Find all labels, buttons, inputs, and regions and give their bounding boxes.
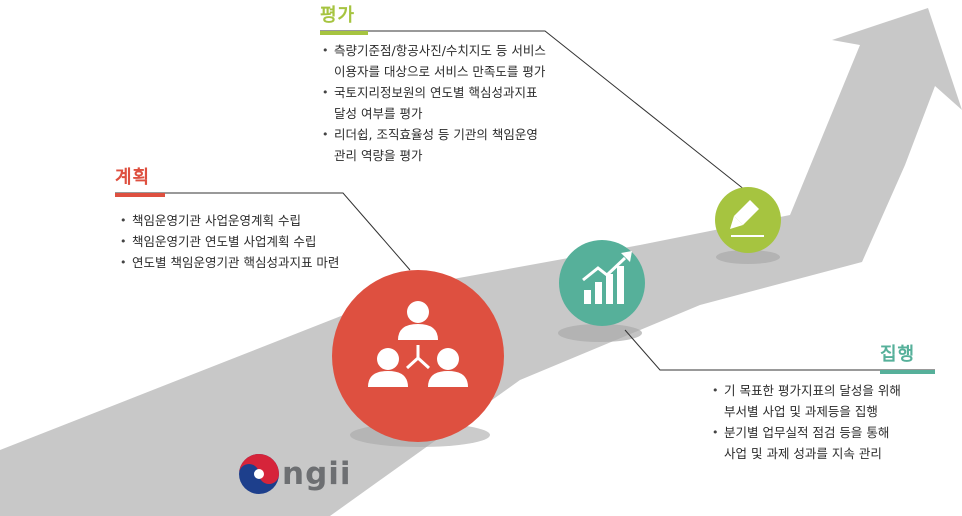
growth-chart-icon — [582, 251, 632, 304]
evaluate-list: 측량기준점/항공사진/수치지도 등 서비스 이용자를 대상으로 서비스 만족도를… — [322, 40, 546, 166]
list-item: 달성 여부를 평가 — [334, 106, 423, 121]
evaluate-connector — [320, 30, 746, 191]
list-item: 분기별 업무실적 점검 등을 통해 — [712, 422, 901, 443]
list-item: 리더쉽, 조직효율성 등 기관의 책임운영 — [322, 124, 546, 145]
execute-section: 집행 — [880, 340, 935, 374]
plan-icon-group — [332, 270, 504, 442]
execute-shadow — [558, 324, 642, 342]
plan-title: 계획 — [115, 167, 151, 188]
list-item: 연도별 책임운영기관 핵심성과지표 마련 — [120, 252, 339, 273]
plan-section: 계획 — [115, 163, 165, 197]
evaluate-section: 평가 — [320, 1, 368, 35]
execute-title-bar — [880, 370, 935, 374]
logo-text: ngii — [282, 456, 352, 492]
list-item: 책임운영기관 사업운영계획 수립 — [120, 210, 339, 231]
list-item: 측량기준점/항공사진/수치지도 등 서비스 — [322, 40, 546, 61]
evaluate-title: 평가 — [320, 5, 356, 26]
execute-icon-group — [559, 240, 645, 326]
execute-list: 기 목표한 평가지표의 달성을 위해 부서별 사업 및 과제등을 집행 분기별 … — [712, 380, 901, 464]
plan-list: 책임운영기관 사업운영계획 수립 책임운영기관 연도별 사업계획 수립 연도별 … — [120, 210, 339, 273]
list-item: 사업 및 과제 성과를 지속 관리 — [724, 446, 882, 461]
evaluate-title-bar — [320, 31, 368, 35]
list-item: 기 목표한 평가지표의 달성을 위해 — [712, 380, 901, 401]
plan-connector — [115, 192, 411, 271]
road-arrow — [0, 8, 962, 516]
pencil-icon — [730, 200, 764, 237]
execute-connector — [624, 329, 935, 371]
people-hierarchy-icon — [368, 301, 468, 387]
list-item: 부서별 사업 및 과제등을 집행 — [724, 404, 878, 419]
list-item: 관리 역량을 평가 — [334, 148, 423, 163]
list-item: 책임운영기관 연도별 사업계획 수립 — [120, 231, 339, 252]
list-item: 이용자를 대상으로 서비스 만족도를 평가 — [334, 64, 546, 79]
evaluate-icon-group — [715, 187, 781, 253]
plan-title-bar — [115, 193, 165, 197]
evaluate-shadow — [716, 250, 780, 264]
taegeuk-icon — [239, 454, 279, 494]
list-item: 국토지리정보원의 연도별 핵심성과지표 — [322, 82, 546, 103]
execute-title: 집행 — [880, 344, 916, 365]
